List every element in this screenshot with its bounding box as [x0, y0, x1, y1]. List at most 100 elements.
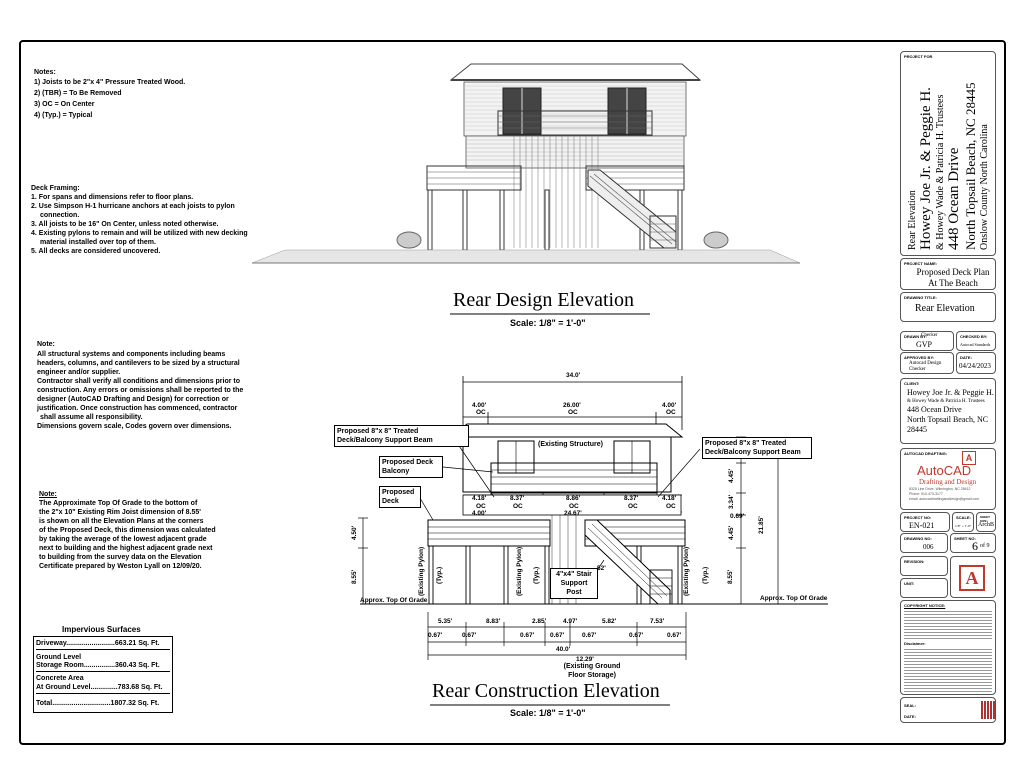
dim-mid-oc-label: OC — [568, 409, 578, 416]
dim-bottom-storage: 12.29' — [576, 656, 594, 663]
stair-angle-label: 52' — [597, 565, 606, 572]
dim-mid-oc: 26.00' — [563, 402, 581, 409]
storage-label: (Existing Ground Floor Storage) — [563, 663, 621, 679]
design-elevation-scale: Scale: 1/8" = 1'-0" — [510, 318, 586, 328]
title-block-scale: SCALE: 1/8" = 1'-0" — [952, 512, 974, 532]
date-label: DATE: — [960, 355, 972, 360]
structural-note-block: Note: All structural systems and compone… — [37, 340, 277, 431]
company-logo-icon: A — [962, 451, 976, 465]
dim-bottom-1: 5.35' — [438, 618, 453, 625]
deck-framing-block: Deck Framing: 1. For spans and dimension… — [31, 184, 271, 256]
drawn-by-label: DRAWN BY: — [904, 334, 927, 339]
company-lines: 8325 Line Drive, Wilmington, NC 28412 Ph… — [909, 487, 979, 502]
sheet-size-value: ArchB — [978, 522, 994, 528]
copyright-label: COPYRIGHT NOTICE: — [904, 603, 946, 608]
structural-note-line: justification. Once construction has com… — [37, 405, 238, 412]
impervious-table: Driveway.........................663.21 … — [33, 636, 173, 713]
project-line: North Topsail Beach, NC 28445 — [963, 82, 978, 250]
title-block-sheet-no: SHEET NO: 6 of 9 — [950, 533, 996, 553]
client-line: 28445 — [907, 425, 927, 434]
impervious-heading: Impervious Surfaces — [62, 625, 141, 634]
notes-heading: Notes: — [34, 69, 56, 76]
structural-note-line: Dimensions govern scale, Codes govern ov… — [37, 423, 232, 430]
structural-note-line: headers, columns, and cantilevers to be … — [37, 360, 240, 367]
grade-note-line: the 2"x 10" Existing Rim Joist dimension… — [39, 509, 201, 516]
project-line: Rear Elevation — [907, 190, 918, 250]
dim-right-v3: 0.69' — [730, 513, 745, 520]
callout-balcony: Proposed Deck Balcony — [379, 456, 443, 478]
dim-row2-oc: OC — [513, 503, 523, 510]
typ-label: (Typ.) — [533, 566, 540, 584]
notes-block: Notes: 1) Joists to be 2"x 4" Pressure T… — [34, 68, 234, 121]
structural-note-line: shall assume all responsibility. — [40, 414, 143, 421]
grade-note-line: Certificate prepared by Weston Lyall on … — [39, 563, 202, 570]
drawing-no-value: 006 — [923, 543, 934, 551]
dim-row2-oc: OC — [628, 503, 638, 510]
structural-note-line: construction. Any errors or omissions sh… — [37, 387, 244, 394]
deck-framing-item: 1. For spans and dimensions refer to flo… — [31, 194, 194, 201]
structural-note-heading: Note: — [37, 341, 55, 348]
impervious-row: Total..............................1807.… — [36, 700, 160, 707]
construction-elevation-scale: Scale: 1/8" = 1'-0" — [510, 708, 586, 718]
company-line: Phone: 910-470-3177 — [909, 492, 943, 496]
dim-row2-c: 8.86' — [566, 495, 581, 502]
company-line: 8325 Line Drive, Wilmington, NC 28412 — [909, 487, 971, 491]
upper-balcony-rail — [497, 110, 653, 136]
construction-elevation-title: Rear Construction Elevation — [432, 680, 660, 702]
deck-framing-item: material installed over top of them. — [40, 239, 156, 246]
dim-right-oc: 4.00' — [662, 402, 677, 409]
dim-left-oc-label: OC — [476, 409, 486, 416]
notes-item: 2) (TBR) = To Be Removed — [34, 90, 122, 97]
sheet-no-value: 6 — [972, 539, 978, 553]
title-block-unit: UNIT: — [900, 578, 948, 598]
grade-note-line: by taking the average of the lowest adja… — [39, 536, 207, 543]
drawing-title-value: Rear Elevation — [915, 303, 975, 314]
dim-bottom-6: 7.53' — [650, 618, 665, 625]
title-block-drawn-by: DRAWN BY: Checker GVP — [900, 331, 954, 351]
title-block-logo: A — [950, 556, 996, 598]
dim-row2-d: 8.37' — [624, 495, 639, 502]
dim-row2-oc: OC — [569, 503, 579, 510]
dim-right-v4: 4.45' — [728, 525, 735, 540]
drawn-by-sub: Checker — [921, 333, 938, 338]
project-name-value: Proposed Deck Plan At The Beach — [916, 267, 990, 288]
title-block-client: CLIENT: Howey Joe Jr. & Peggie H. & Howe… — [900, 378, 996, 444]
dim-row2-b: 8.37' — [510, 495, 525, 502]
pylon-label: (Existing Pylon) — [418, 546, 425, 596]
project-for-label: PROJECT FOR — [904, 54, 933, 59]
dim-right-oc-label: OC — [666, 409, 676, 416]
dim-bottom-r2: 0.67' — [462, 632, 477, 639]
title-block-sheet-size: SHEET SIZE: ArchB — [976, 512, 996, 532]
company-label: AUTOCAD DRAFTING: — [904, 451, 948, 456]
scale-value: 1/8" = 1'-0" — [955, 524, 972, 528]
callout-deck: Proposed Deck — [379, 486, 421, 508]
sheet-size-label: SHEET SIZE: — [980, 515, 991, 523]
callout-beam-right: Proposed 8"x 8" Treated Deck/Balcony Sup… — [702, 437, 812, 459]
approved-by-value: Autocad Design Checker — [909, 361, 942, 372]
seal-label: SEAL: — [904, 703, 916, 708]
copyright-body-icon — [904, 609, 992, 639]
dim-right-v5: 21.85' — [758, 516, 765, 534]
client-line: Howey Joe Jr. & Peggie H. — [907, 388, 994, 397]
structural-note-line: engineer and/or supplier. — [37, 369, 121, 376]
dim-overall-top: 34.0' — [566, 372, 581, 379]
design-elevation-title: Rear Design Elevation — [453, 289, 635, 311]
dim-row2-e: 4.18' — [662, 495, 677, 502]
dim-bottom-r2: 0.67' — [550, 632, 565, 639]
impervious-row: At Ground Level..............783.68 Sq. … — [36, 684, 170, 694]
notes-item: 1) Joists to be 2"x 4" Pressure Treated … — [34, 79, 186, 86]
pylon-label: (Existing Pylon) — [516, 546, 523, 596]
grade-right-label: Approx. Top Of Grade — [760, 595, 828, 602]
autocad-logo-icon: A — [959, 565, 985, 591]
title-block-checked-by: CHECKED BY: Autocad Standards — [956, 331, 996, 351]
grade-note-line: next to building and the highest adjacen… — [39, 545, 213, 552]
title-block-company: AUTOCAD DRAFTING: A AutoCAD Drafting and… — [900, 448, 996, 510]
deck-framing-item: 4. Existing pylons to remain and will be… — [31, 230, 248, 237]
title-block-drawing-no: DRAWING NO: 006 — [900, 533, 948, 553]
dim-row2-total: 24.67' — [564, 510, 582, 517]
grade-note-line: is shown on all the Elevation Plans at t… — [39, 518, 204, 525]
deck-framing-item: 3. All joists to be 16" On Center, unles… — [31, 221, 219, 228]
grade-note-line: The Approximate Top Of Grade to the bott… — [39, 500, 198, 507]
unit-label: UNIT: — [904, 581, 915, 586]
